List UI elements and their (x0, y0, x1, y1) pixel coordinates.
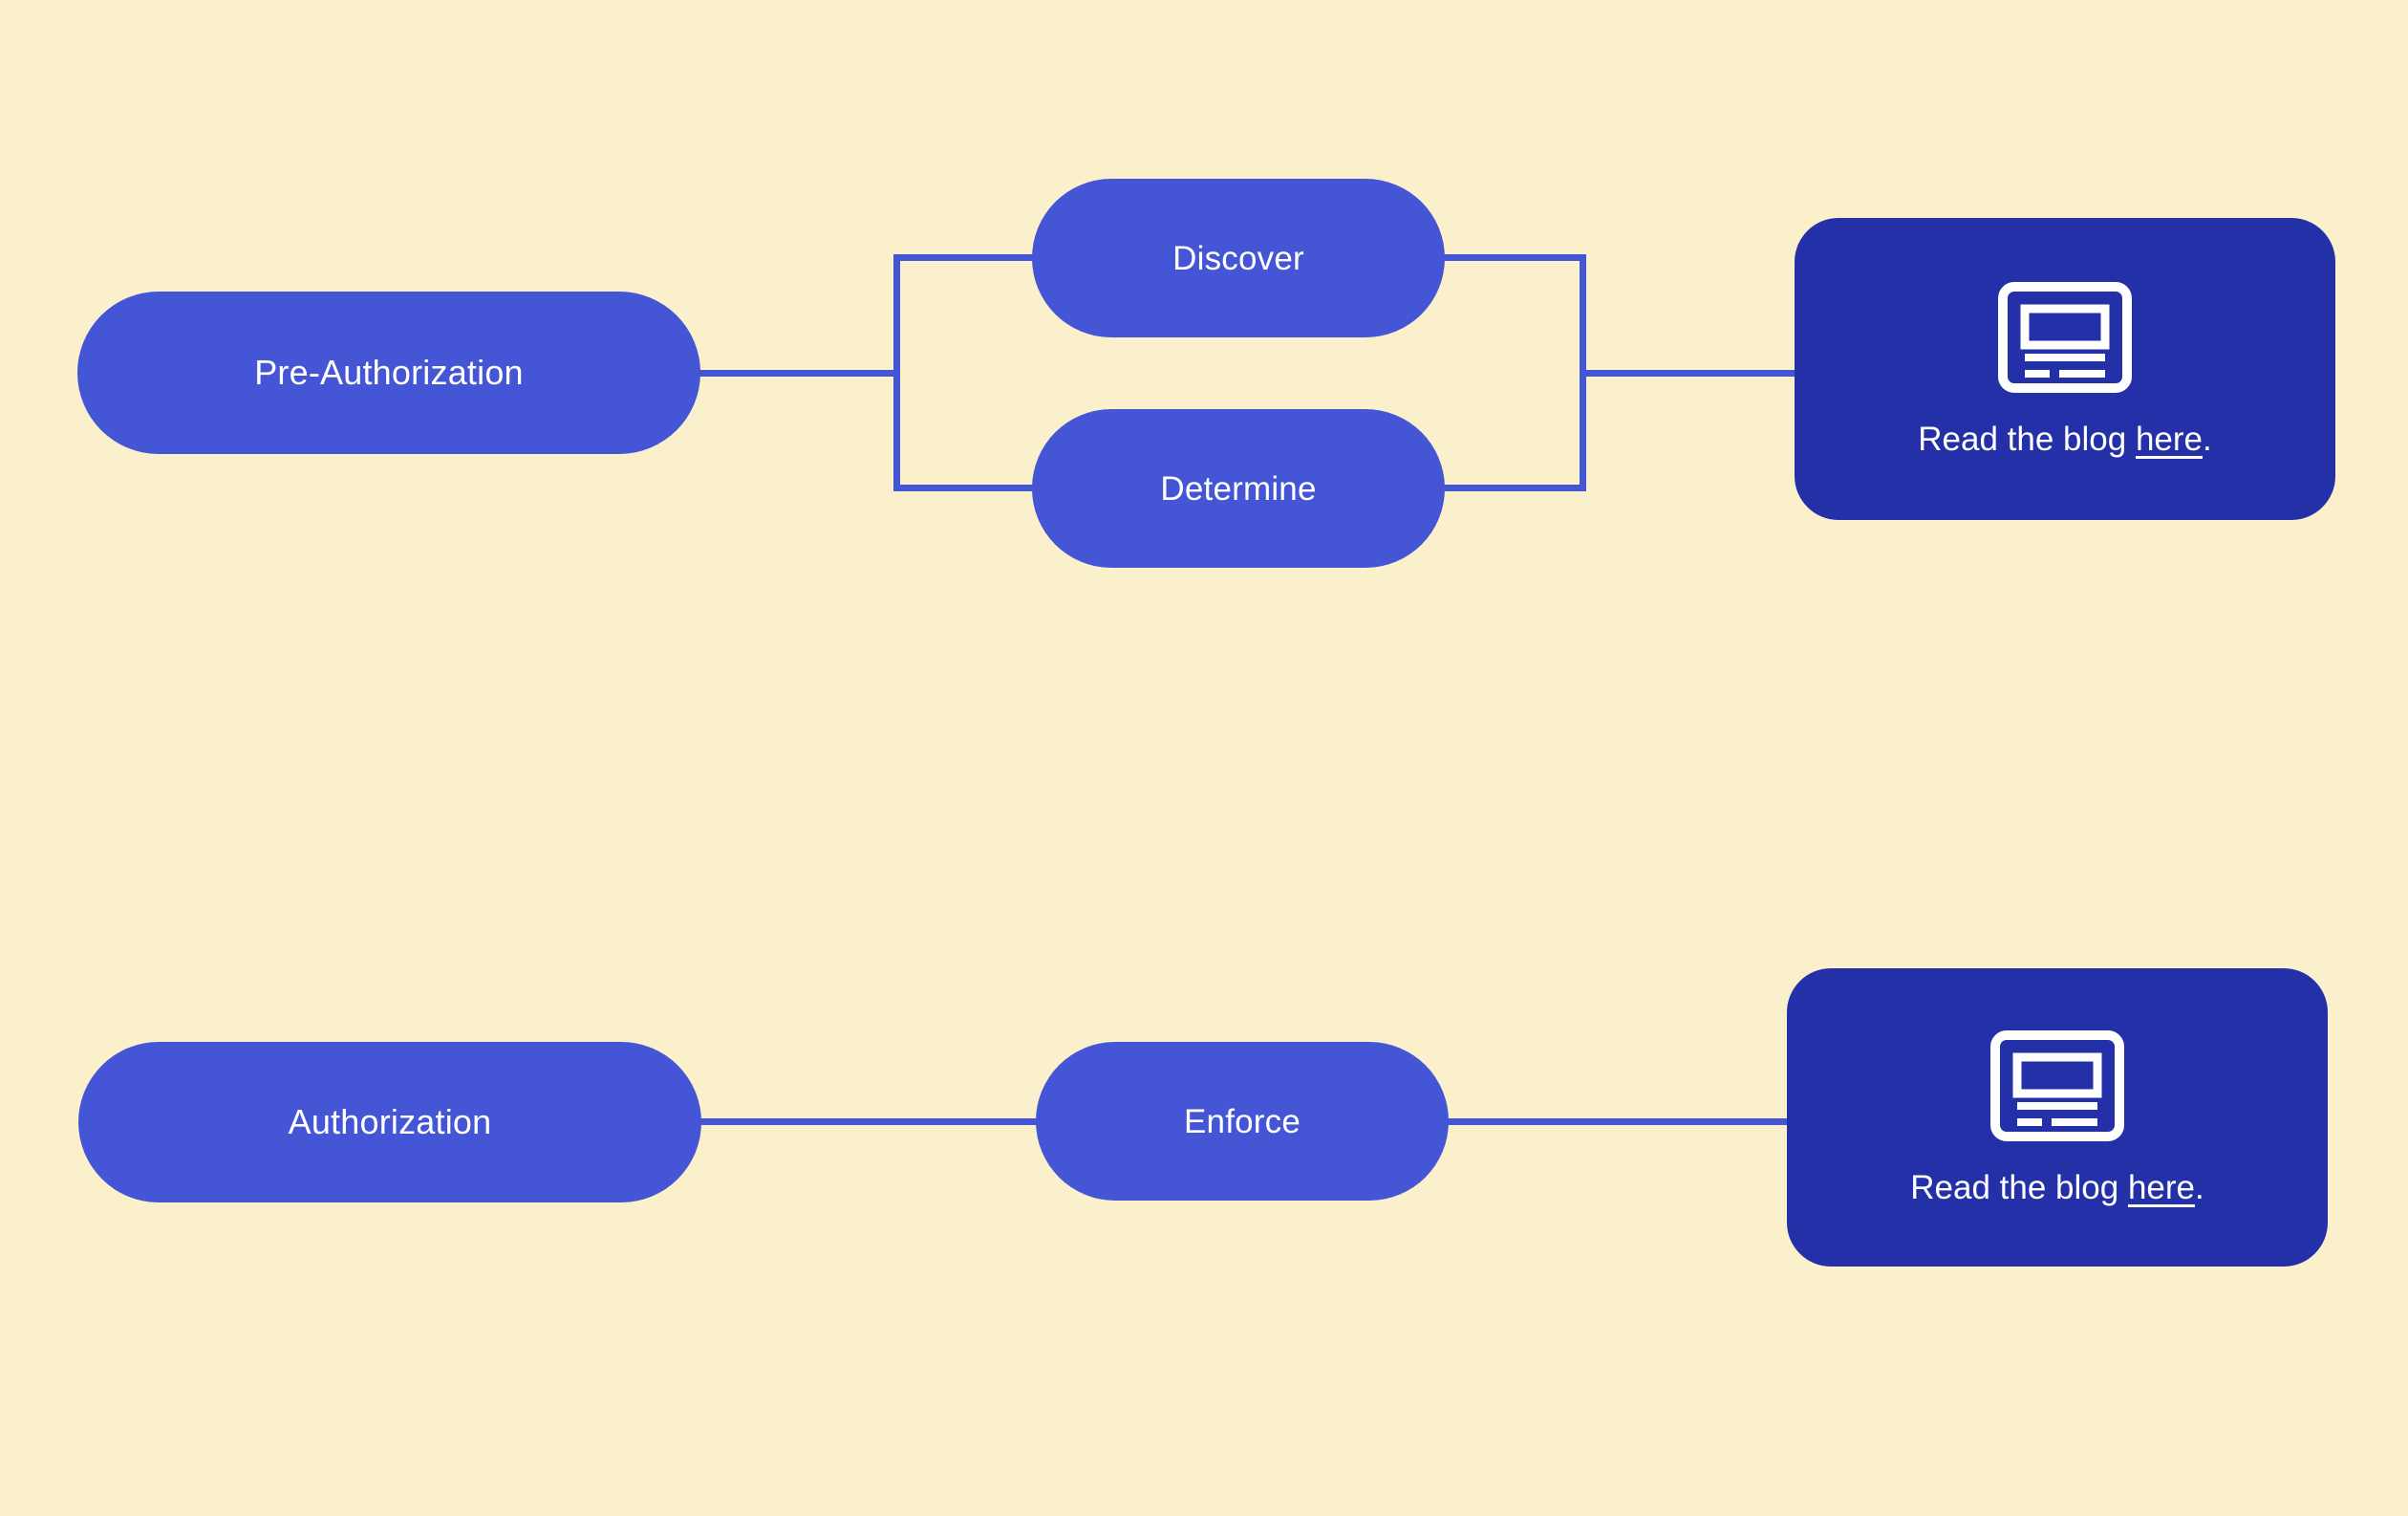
article-icon (1998, 282, 2132, 398)
node-authorization[interactable]: Authorization (78, 1042, 701, 1202)
blog-card-authorization[interactable]: Read the blog here. (1787, 968, 2328, 1267)
blog-card-text-before: Read the blog (1918, 421, 2136, 458)
node-label: Discover (1172, 239, 1304, 277)
node-label: Enforce (1183, 1102, 1301, 1140)
blog-card-text: Read the blog here. (1910, 1171, 2204, 1204)
node-label: Authorization (288, 1102, 492, 1141)
node-label: Pre-Authorization (254, 353, 524, 392)
connector-determine-to-merge (1443, 485, 1586, 491)
blog-card-link[interactable]: here (2135, 421, 2203, 458)
connector-split-bar-left (893, 254, 900, 491)
node-discover[interactable]: Discover (1032, 179, 1445, 337)
connector-split-to-determine (893, 485, 1046, 491)
blog-card-link[interactable]: here (2127, 1169, 2195, 1206)
connector-merge-to-blog-card-top (1580, 370, 1809, 377)
blog-card-text-after: . (2203, 421, 2212, 458)
node-enforce[interactable]: Enforce (1036, 1042, 1449, 1201)
node-determine[interactable]: Determine (1032, 409, 1445, 568)
blog-card-text-after: . (2195, 1169, 2204, 1206)
connector-authorization-to-enforce (696, 1118, 1040, 1125)
blog-card-text: Read the blog here. (1918, 422, 2211, 456)
connector-discover-to-merge (1443, 254, 1586, 261)
node-pre-authorization[interactable]: Pre-Authorization (77, 292, 700, 454)
blog-card-pre-authorization[interactable]: Read the blog here. (1795, 218, 2335, 520)
connector-pre-authorization-to-split (694, 370, 900, 377)
node-label: Determine (1160, 469, 1317, 508)
connector-enforce-to-blog-card-bottom (1445, 1118, 1804, 1125)
article-icon (1990, 1030, 2124, 1146)
connector-split-to-discover (893, 254, 1046, 261)
blog-card-text-before: Read the blog (1910, 1169, 2128, 1206)
